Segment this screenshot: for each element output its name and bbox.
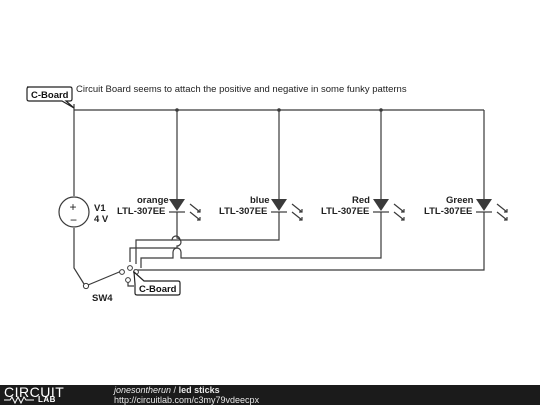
circuit-note: Circuit Board seems to attach the positi… (76, 84, 407, 95)
flag-shape (133, 270, 181, 296)
title-separator: / (171, 385, 179, 395)
switch-terminal (127, 265, 133, 271)
led-color-label: orange (137, 195, 169, 206)
led-blue[interactable]: blue LTL-307EE (219, 195, 303, 221)
source-value-label: 4 V (94, 214, 109, 225)
switch-common-terminal (82, 282, 90, 290)
voltage-source-symbol[interactable] (58, 196, 90, 228)
led-diode-icon (169, 199, 185, 211)
led-color-label: Green (446, 195, 474, 206)
author-link[interactable]: jonesontherun (114, 385, 172, 395)
circuit-title[interactable]: led sticks (178, 385, 220, 395)
led-diode-icon (476, 199, 492, 211)
switch-blade (87, 269, 125, 286)
led-red-cathode-wire (140, 212, 382, 268)
switch-terminal (119, 269, 125, 275)
switch-label: SW4 (92, 293, 113, 304)
led-green[interactable]: Green LTL-307EE (424, 195, 508, 221)
led-green-cathode-wire (134, 212, 485, 271)
led-red[interactable]: Red LTL-307EE (321, 195, 405, 221)
led-light-arrows-icon (496, 203, 508, 221)
top-cboard-flag-label: C-Board (31, 90, 69, 101)
led-color-label: Red (352, 195, 370, 206)
source-plus-sign: + (70, 200, 77, 214)
footer-bar: CIRCUIT LAB jonesontherun / led sticks h… (0, 384, 540, 405)
led-light-arrows-icon (291, 203, 303, 221)
led-light-arrows-icon (393, 203, 405, 221)
led-part-label: LTL-307EE (424, 206, 472, 217)
led-part-label: LTL-307EE (117, 206, 165, 217)
led-light-arrows-icon (189, 203, 201, 221)
switch-bottom-lead (127, 282, 134, 287)
source-negative-wire (73, 228, 85, 285)
led-orange[interactable]: orange LTL-307EE (117, 195, 201, 221)
led-part-label: LTL-307EE (321, 206, 369, 217)
source-name-label: V1 (94, 203, 106, 214)
led-blue-return-wire (135, 239, 172, 264)
bottom-cboard-flag-label: C-Board (139, 284, 177, 295)
led-part-label: LTL-307EE (219, 206, 267, 217)
circuitlab-logo[interactable]: CIRCUIT LAB (4, 384, 96, 405)
led-orange-cathode-wire (129, 212, 182, 262)
bottom-cboard-flag[interactable]: C-Board (133, 270, 181, 296)
footer-title-line: jonesontherun / led sticks (114, 385, 220, 395)
flag-shape (26, 86, 75, 109)
switch-terminal (125, 277, 131, 283)
logo-top-text: CIRCUIT (4, 384, 65, 400)
schematic-canvas: SW4 + − V1 4 V orange LTL-307EE blue LTL… (26, 84, 508, 304)
top-cboard-flag[interactable]: C-Board (26, 86, 75, 109)
led-diode-icon (373, 199, 389, 211)
led-diode-icon (271, 199, 287, 211)
logo-bottom-text: LAB (38, 395, 56, 404)
resistor-icon (4, 395, 34, 405)
circuit-url-link[interactable]: http://circuitlab.com/c3my79vdeecpx (114, 395, 260, 405)
led-color-label: blue (250, 195, 270, 206)
source-minus-sign: − (70, 213, 77, 227)
